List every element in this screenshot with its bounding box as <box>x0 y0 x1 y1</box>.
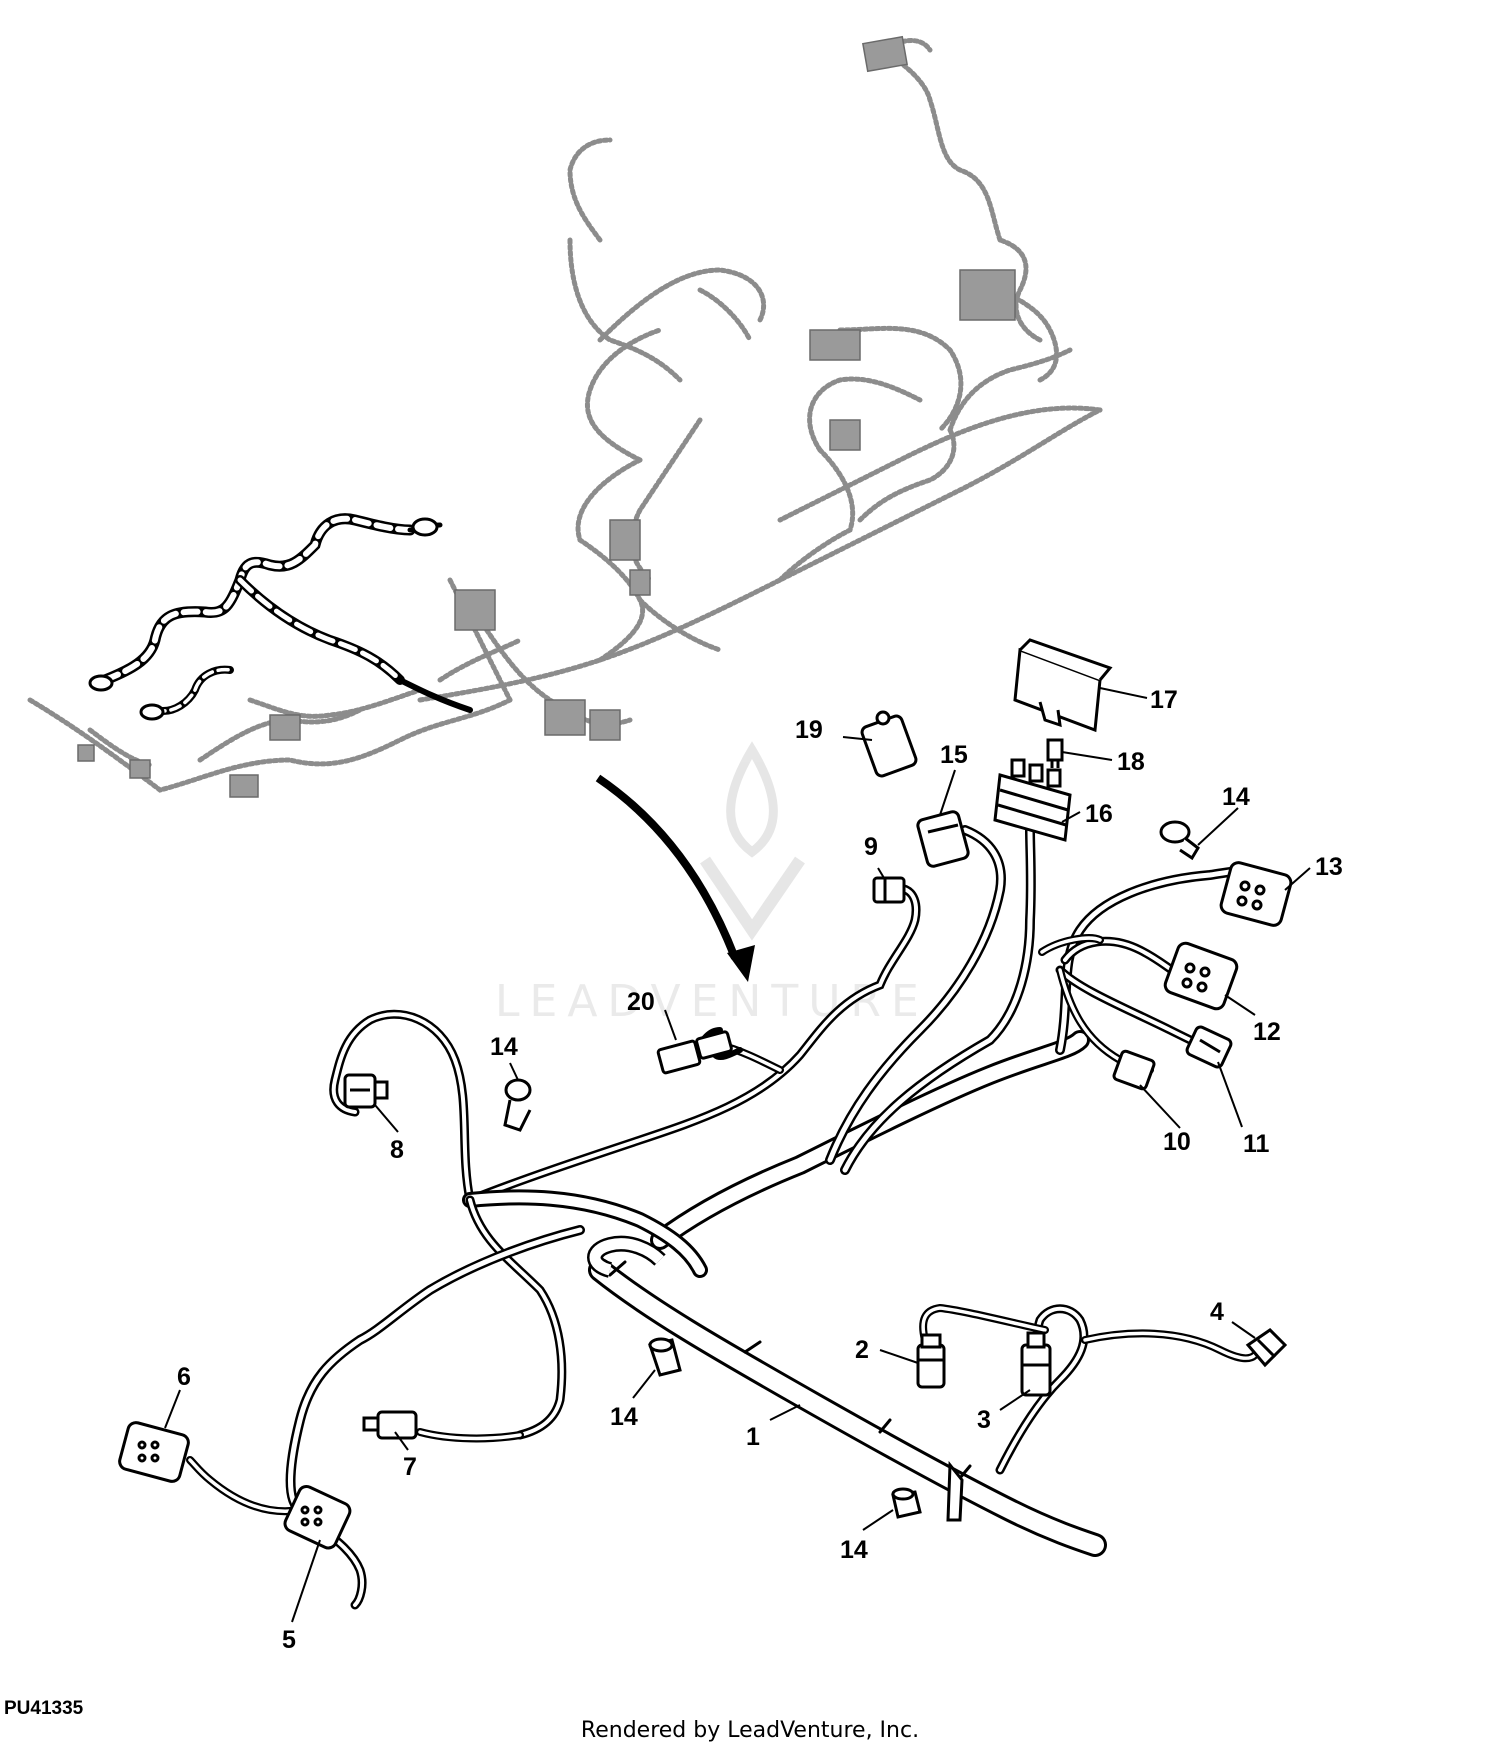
callout-15: 15 <box>940 741 968 769</box>
leader-lines <box>164 687 1311 1623</box>
callout-14-bottom: 14 <box>840 1536 868 1564</box>
callout-8: 8 <box>390 1136 404 1164</box>
connector-8 <box>343 1073 389 1109</box>
render-credit: Rendered by LeadVenture, Inc. <box>580 1718 920 1743</box>
callout-16: 16 <box>1085 800 1113 828</box>
callout-2: 2 <box>855 1336 869 1364</box>
harness-mount <box>946 1460 964 1522</box>
watermark-text: LEADVENTURE <box>495 976 929 1027</box>
connector-11 <box>1185 1025 1233 1069</box>
callout-4: 4 <box>1210 1298 1224 1326</box>
callout-19: 19 <box>795 716 823 744</box>
connector-4 <box>1245 1328 1288 1368</box>
connector-19 <box>860 710 918 778</box>
callout-3: 3 <box>977 1406 991 1434</box>
connector-7 <box>362 1410 418 1440</box>
callout-11: 11 <box>1243 1130 1270 1158</box>
ghost-connectors <box>77 35 1016 798</box>
connector-12 <box>1163 941 1239 1011</box>
clip-14-right <box>1159 820 1200 861</box>
fuse-cover-17 <box>1013 638 1113 733</box>
connector-9 <box>872 876 906 904</box>
connector-2 <box>916 1333 946 1389</box>
callout-14-top: 14 <box>490 1033 518 1061</box>
fuse-block-16 <box>993 758 1072 842</box>
callout-14-mid: 14 <box>610 1403 638 1431</box>
callout-6: 6 <box>177 1363 191 1391</box>
ghost-harness <box>27 38 1103 793</box>
callout-10: 10 <box>1163 1128 1191 1156</box>
callout-13: 13 <box>1315 853 1343 881</box>
callout-17: 17 <box>1150 686 1178 714</box>
callout-20: 20 <box>627 988 655 1016</box>
callout-12: 12 <box>1253 1018 1281 1046</box>
callout-7: 7 <box>403 1453 417 1481</box>
connector-10 <box>1112 1049 1156 1091</box>
connector-15 <box>916 810 970 868</box>
clip-14-mid <box>648 1337 682 1377</box>
callouts: 1 2 3 4 5 6 7 8 9 10 11 12 13 14 14 14 1… <box>177 686 1343 1654</box>
callout-18: 18 <box>1117 748 1145 776</box>
watermark-flame-icon <box>726 741 778 858</box>
clip-14-top <box>503 1078 532 1132</box>
watermark-v-icon <box>700 856 805 941</box>
connector-6 <box>118 1421 190 1483</box>
callout-5: 5 <box>282 1626 296 1654</box>
components <box>118 638 1293 1550</box>
fuse-18 <box>1046 738 1064 768</box>
clip-14-bottom <box>891 1487 922 1519</box>
trunk-loop <box>587 1235 666 1278</box>
figure-id: PU41335 <box>4 1698 84 1719</box>
highlighted-subharness-ends <box>88 517 439 721</box>
callout-9: 9 <box>864 833 878 861</box>
highlighted-subharness <box>99 513 473 715</box>
connector-3 <box>1020 1331 1052 1397</box>
connector-20 <box>656 1030 733 1075</box>
connector-13 <box>1219 861 1293 927</box>
main-harness <box>186 825 1259 1610</box>
watermark: LEADVENTURE <box>495 741 929 1027</box>
connector-5 <box>283 1484 352 1550</box>
callout-1: 1 <box>746 1423 760 1451</box>
pointer-arrow <box>595 774 755 982</box>
callout-14-right: 14 <box>1222 783 1250 811</box>
